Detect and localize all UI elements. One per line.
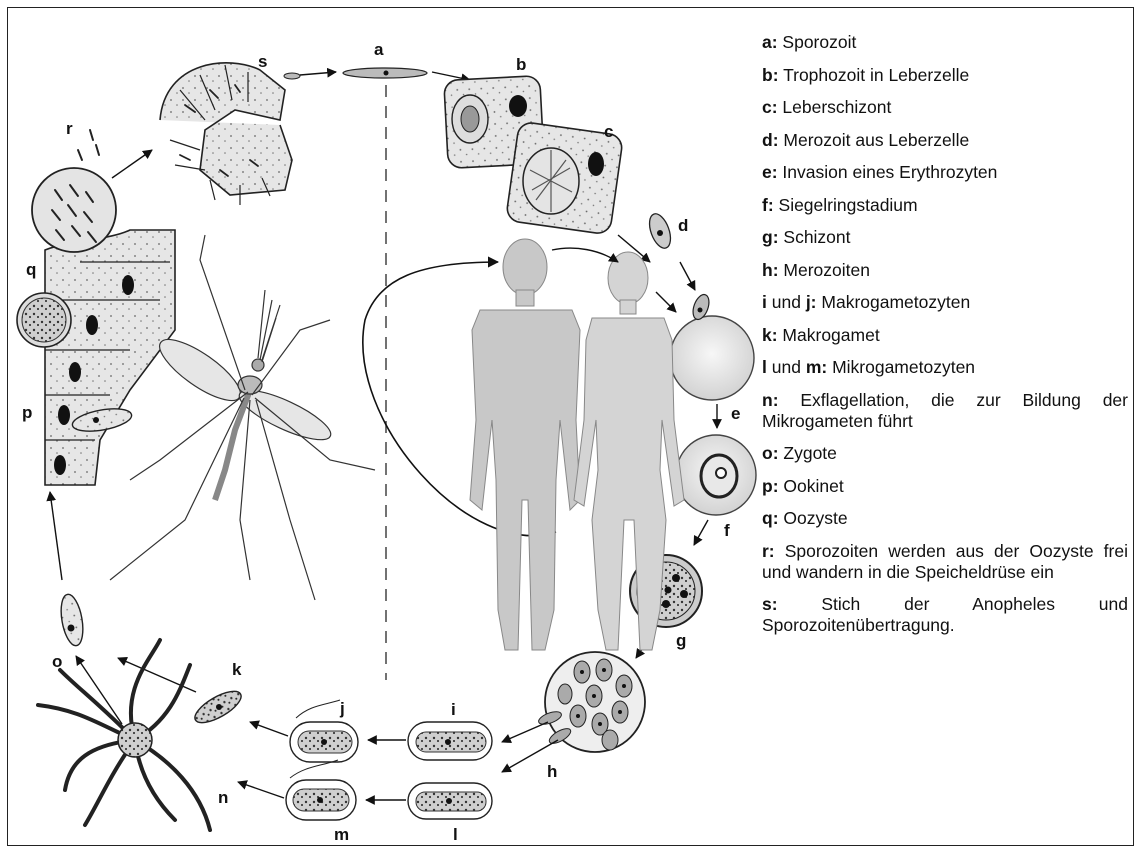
label-k: k (232, 660, 242, 679)
stage-q-oocyst (17, 293, 71, 347)
human-male-illustration (470, 239, 580, 650)
stage-f-ring-stage (676, 435, 756, 515)
label-h: h (547, 762, 557, 781)
legend-item-r: r: Sporozoiten werden aus der Oozyste fr… (762, 541, 1128, 583)
stage-m-microgametocyte (286, 760, 356, 820)
legend-item-h: h: Merozoiten (762, 260, 1128, 281)
legend-item-e: e: Invasion eines Erythrozyten (762, 162, 1128, 183)
stage-r-sporozoite-release (32, 130, 116, 252)
label-m: m (334, 825, 349, 844)
label-j: j (339, 699, 345, 718)
label-d: d (678, 216, 688, 235)
label-o: o (52, 652, 62, 671)
stage-k-macrogamete (190, 685, 245, 728)
label-l: l (453, 825, 458, 844)
legend-item-i-j: i und j: Makrogametozyten (762, 292, 1128, 313)
stage-d-merozoite (645, 211, 674, 251)
stage-h-merozoites (537, 652, 645, 752)
malaria-life-cycle-diagram: a b c d e f g h i j k l m n o p q r s (0, 0, 760, 853)
label-s: s (258, 52, 267, 71)
legend-item-d: d: Merozoit aus Leberzelle (762, 130, 1128, 151)
stage-p-ookinete-midgut (45, 230, 175, 485)
stage-a-sporozoite (343, 68, 427, 78)
legend-item-l-m: l und m: Mikrogametozyten (762, 357, 1128, 378)
label-q: q (26, 260, 36, 279)
legend-item-s: s: Stich der Anopheles und Sporozoitenüb… (762, 594, 1128, 636)
label-n: n (218, 788, 228, 807)
stage-n-cell-body (118, 723, 152, 757)
legend-item-p: p: Ookinet (762, 476, 1128, 497)
legend-item-f: f: Siegelringstadium (762, 195, 1128, 216)
label-b: b (516, 55, 526, 74)
legend-item-q: q: Oozyste (762, 508, 1128, 529)
label-p: p (22, 403, 32, 422)
stage-s-salivary-gland (160, 63, 300, 205)
stage-i-macrogametocyte (408, 722, 492, 760)
stage-o-zygote (58, 593, 87, 648)
label-g: g (676, 631, 686, 650)
legend-item-a: a: Sporozoit (762, 32, 1128, 53)
label-a: a (374, 40, 384, 59)
legend-item-c: c: Leberschizont (762, 97, 1128, 118)
label-c: c (604, 122, 613, 141)
legend-item-g: g: Schizont (762, 227, 1128, 248)
label-f: f (724, 521, 730, 540)
label-i: i (451, 700, 456, 719)
legend-item-b: b: Trophozoit in Leberzelle (762, 65, 1128, 86)
label-e: e (731, 404, 740, 423)
stage-j-macrogametocyte (290, 700, 358, 762)
legend-item-k: k: Makrogamet (762, 325, 1128, 346)
legend: a: Sporozoit b: Trophozoit in Leberzelle… (762, 32, 1128, 648)
stage-l-microgametocyte (408, 783, 492, 819)
legend-item-o: o: Zygote (762, 443, 1128, 464)
legend-item-n: n: Exflagellation, die zur Bildung der M… (762, 390, 1128, 432)
label-r: r (66, 119, 73, 138)
stage-e-erythrocyte-invasion (670, 292, 754, 400)
